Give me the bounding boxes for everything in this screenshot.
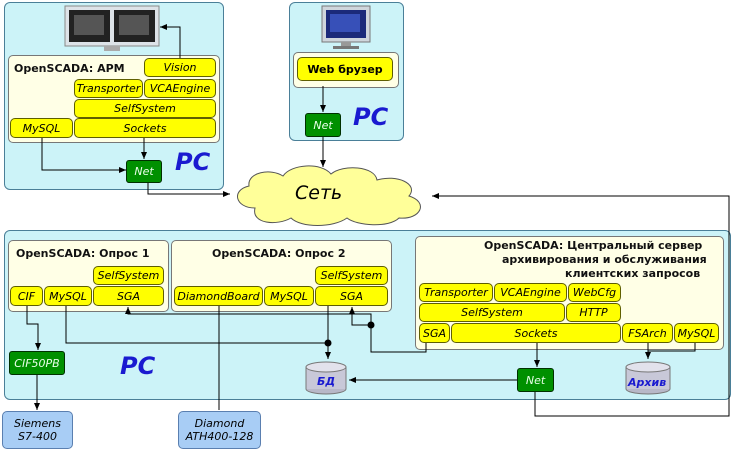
server-net-node: Net: [517, 368, 554, 392]
server-fsarch-module: FSArch: [622, 323, 673, 343]
server-http-module: HTTP: [566, 303, 621, 322]
server-title-line1: OpenSCADA: Центральный сервер: [484, 239, 703, 252]
poll2-title: OpenSCADA: Опрос 2: [212, 247, 346, 260]
arm-transporter-module: Transporter: [74, 79, 143, 98]
archive-label: Архив: [628, 376, 667, 389]
server-title-line3: клиентских запросов: [565, 267, 701, 280]
server-transporter-module: Transporter: [419, 283, 493, 302]
poll2-sga-module: SGA: [315, 286, 388, 306]
lower-pc-label: PC: [120, 352, 156, 380]
arm-pc-label: PC: [175, 148, 211, 176]
diamond-line2: ATH400-128: [185, 430, 254, 443]
poll1-selfsystem-module: SelfSystem: [93, 266, 164, 285]
siemens-device: Siemens S7-400: [2, 411, 73, 449]
archive-icon: [624, 360, 672, 396]
cif50pb-node: CIF50PB: [9, 351, 65, 375]
siemens-line1: Siemens: [14, 417, 61, 430]
network-label: Сеть: [295, 182, 343, 204]
poll1-sga-module: SGA: [93, 286, 164, 306]
poll2-mysql-module: MySQL: [264, 286, 314, 306]
arm-sockets-module: Sockets: [74, 118, 216, 138]
siemens-line2: S7-400: [18, 430, 57, 443]
web-pc-label: PC: [353, 103, 389, 131]
server-webcfg-module: WebCfg: [568, 283, 621, 302]
arm-selfsystem-module: SelfSystem: [74, 99, 216, 118]
web-net-node: Net: [305, 113, 341, 137]
server-title-line2: архивирования и обслуживания: [502, 253, 707, 266]
arm-net-node: Net: [126, 160, 162, 183]
poll1-cif-module: CIF: [10, 286, 43, 306]
arm-vision-module: Vision: [144, 58, 216, 77]
diamond-line1: Diamond: [194, 417, 245, 430]
server-mysql-module: MySQL: [674, 323, 719, 343]
server-sga-module: SGA: [419, 323, 450, 343]
database-icon: [304, 360, 348, 396]
arm-vcaengine-module: VCAEngine: [144, 79, 216, 98]
poll1-title: OpenSCADA: Опрос 1: [16, 247, 150, 260]
network-cloud: [225, 162, 435, 226]
poll2-selfsystem-module: SelfSystem: [315, 266, 388, 285]
poll1-mysql-module: MySQL: [44, 286, 92, 306]
server-sockets-module: Sockets: [451, 323, 621, 343]
poll2-diamondboard-module: DiamondBoard: [174, 286, 263, 306]
monitor-icon: [321, 5, 371, 49]
web-browser-module: Web брузер: [297, 57, 393, 81]
server-selfsystem-module: SelfSystem: [419, 303, 565, 322]
dual-monitor-icon: [64, 5, 160, 52]
database-label: БД: [317, 375, 336, 388]
arm-mysql-module: MySQL: [10, 118, 73, 138]
arm-title: OpenSCADA: АРМ: [14, 62, 125, 75]
server-vcaengine-module: VCAEngine: [494, 283, 567, 302]
diamond-device: Diamond ATH400-128: [178, 411, 261, 449]
